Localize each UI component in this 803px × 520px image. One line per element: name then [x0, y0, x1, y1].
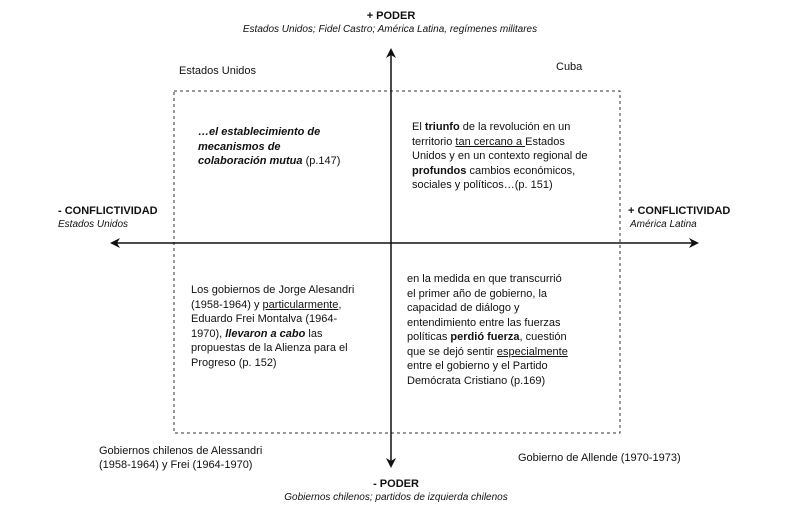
quote-line: en la medida en que transcurrió: [407, 273, 562, 285]
corner-label-bottom-left-1: Gobiernos chilenos de Alessandri: [99, 445, 263, 457]
quote-line: capacidad de diálogo y: [407, 302, 520, 314]
quote-emphasis: colaboración mutua: [198, 155, 303, 167]
quote-text: cambios económicos,: [466, 164, 576, 177]
quadrant-top-right-quote: El triunfo de la revolución en un territ…: [412, 120, 617, 193]
quote-line: entendimiento entre las fuerzas: [407, 316, 561, 329]
quote-line: políticas perdió fuerza, cuestión: [407, 330, 612, 345]
quote-text: (1958-1964) y: [191, 298, 263, 311]
quote-line: (1958-1964) y particularmente,: [191, 298, 381, 313]
right-axis-subtitle: América Latina: [630, 219, 697, 230]
quote-emphasis: profundos: [412, 164, 467, 177]
bottom-axis-title: - PODER: [373, 478, 419, 490]
quote-text: ,: [338, 298, 342, 311]
quote-text: las: [305, 327, 323, 340]
quote-text: El: [412, 121, 425, 133]
quote-text: Estados: [525, 135, 565, 148]
quadrant-top-left-quote: …el establecimiento de mecanismos de col…: [198, 125, 378, 169]
quote-underlined: especialmente: [496, 345, 568, 358]
quote-line: Los gobiernos de Jorge Alesandri: [191, 284, 355, 296]
quote-line: Demócrata Cristiano (p.169): [407, 374, 546, 387]
quote-text: (p.147): [302, 155, 341, 167]
top-axis-title: + PODER: [366, 10, 416, 22]
top-axis-subtitle: Estados Unidos; Fidel Castro; América La…: [242, 24, 538, 35]
quote-line: Eduardo Frei Montalva (1964-: [191, 313, 338, 325]
quote-text: 1970),: [191, 327, 226, 340]
quote-line: Unidos y en un contexto regional de: [412, 150, 588, 162]
bottom-axis-subtitle: Gobiernos chilenos; partidos de izquierd…: [284, 492, 508, 503]
quote-line: sociales y políticos…(p. 151): [412, 179, 553, 191]
quote-line: colaboración mutua (p.147): [198, 154, 378, 169]
quote-line: …el establecimiento de: [198, 126, 321, 138]
left-axis-subtitle: Estados Unidos: [58, 219, 129, 230]
left-axis-title: - CONFLICTIVIDAD: [58, 205, 158, 217]
corner-label-top-left: Estados Unidos: [179, 65, 257, 77]
quote-line: Progreso (p. 152): [191, 356, 277, 369]
quote-text: territorio: [412, 135, 456, 148]
quadrant-bottom-left-quote: Los gobiernos de Jorge Alesandri (1958-1…: [191, 283, 381, 370]
quote-underlined: tan cercano a: [455, 135, 526, 148]
quote-line: propuestas de la Alienza para el: [191, 342, 348, 354]
right-axis-title: + CONFLICTIVIDAD: [628, 205, 731, 217]
quote-line: el primer año de gobierno, la: [407, 287, 548, 300]
quote-emphasis: triunfo: [424, 121, 460, 133]
quote-line: entre el gobierno y el Partido: [407, 360, 548, 372]
quote-line: que se dejó sentir especialmente: [407, 345, 612, 360]
quote-text: de la revolución en un: [459, 121, 571, 133]
quote-emphasis: perdió fuerza: [450, 331, 520, 343]
dashed-frame: [173, 90, 621, 434]
corner-label-bottom-left-2: (1958-1964) y Frei (1964-1970): [99, 459, 253, 471]
quadrant-bottom-right-quote: en la medida en que transcurrió el prime…: [407, 272, 612, 388]
quote-line: 1970), llevaron a cabo las: [191, 327, 381, 342]
corner-label-bottom-right: Gobierno de Allende (1970-1973): [518, 452, 681, 464]
quote-line: El triunfo de la revolución en un: [412, 120, 617, 135]
quote-text: políticas: [407, 331, 451, 343]
quote-line: profundos cambios económicos,: [412, 164, 617, 179]
quote-text: que se dejó sentir: [407, 345, 497, 358]
quote-emphasis: llevaron a cabo: [225, 327, 306, 340]
corner-label-top-right: Cuba: [556, 61, 583, 73]
quote-underlined: particularmente: [262, 298, 339, 311]
quote-text: , cuestión: [519, 331, 567, 343]
quote-line: territorio tan cercano a Estados: [412, 135, 617, 150]
quote-line: mecanismos de: [198, 140, 281, 153]
